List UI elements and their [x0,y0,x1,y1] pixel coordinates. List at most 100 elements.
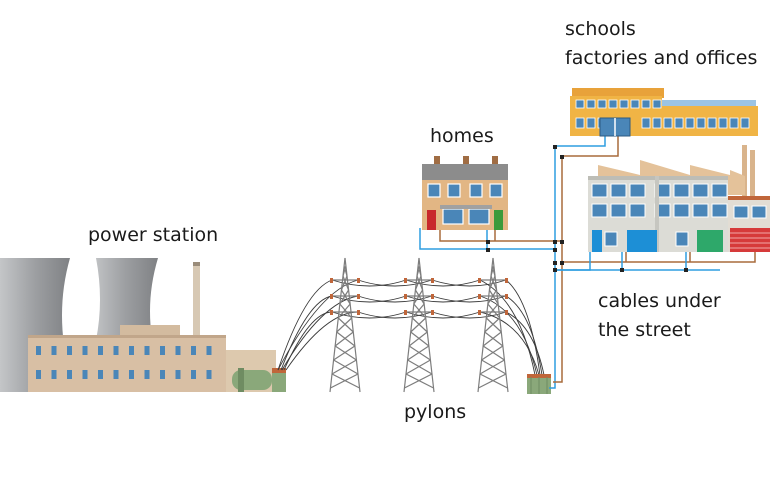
school-window [575,117,585,129]
substation [527,374,551,394]
power-station-window [206,370,212,379]
power-station-window [129,370,134,379]
school-window [597,99,607,109]
factory-window [591,203,608,218]
school-window [663,117,673,129]
power-station-window [144,346,150,355]
insulator [330,310,333,315]
pylon [477,257,509,393]
school-window [674,117,684,129]
factory-window [675,231,689,247]
power-station-window [175,346,181,355]
school-window [575,99,585,109]
label-cables-line-1: cables under [598,290,721,312]
factory-window [692,183,709,198]
school-window [608,99,618,109]
factory-window [711,183,728,198]
cable-factory-blue [555,248,591,271]
label-factories-and-offices: factories and offices [565,47,758,69]
homes-windows [427,183,503,225]
school-window [652,99,662,109]
insulator [431,310,434,315]
school-windows [575,99,750,129]
power-station-window [51,370,57,379]
power-station-window [98,370,103,379]
power-station-window [191,346,196,355]
insulator [357,278,360,283]
factory-window [604,231,618,247]
school-window [740,117,750,129]
step-up-transformer [272,372,286,392]
power-station-window [67,370,72,379]
insulator [478,294,481,299]
power-station-window [36,346,41,355]
power-station-window [82,346,88,355]
insulator [478,278,481,283]
school-window [641,117,651,129]
cable-homes-blue [419,228,555,250]
insulator [505,294,508,299]
power-station-window [144,370,150,379]
factory-window [610,183,627,198]
power-station-window [113,370,119,379]
factory-window [591,183,608,198]
power-station-building [28,335,226,392]
power-station-window [98,346,103,355]
school-window [718,117,728,129]
label-homes: homes [430,125,494,147]
power-station-windows [36,346,212,379]
label-cables-line-2: the street [598,319,691,341]
school-window [652,117,662,129]
factory-window [673,183,690,198]
power-station-window [175,370,181,379]
home-door-green [494,210,503,230]
factory-chimney [742,145,747,200]
insulator [330,278,333,283]
factories-and-offices [588,145,770,252]
power-station [0,258,286,392]
label-pylons: pylons [404,401,467,423]
school [570,88,758,137]
factory-window [629,183,646,198]
insulator [478,310,481,315]
pylon [329,257,361,393]
factory-door-green [697,230,723,252]
insulator [404,278,407,283]
chimney [193,262,200,338]
overhead-wires [277,279,545,376]
power-station-window [113,346,119,355]
school-window [586,117,596,129]
power-station-window [129,346,134,355]
homes-roof [422,164,508,180]
school-window [696,117,706,129]
home-door-red [427,210,436,230]
school-window [630,99,640,109]
factory-window [692,203,709,218]
insulator [404,310,407,315]
power-station-window [51,346,57,355]
insulator [505,310,508,315]
pylons [329,257,509,393]
school-window [707,117,717,129]
cable-homes-brown [439,228,562,242]
label-schools: schools [565,18,636,40]
power-station-window [160,346,165,355]
power-station-building-top [120,325,180,337]
factory-door-blue [627,230,657,252]
insulator [404,294,407,299]
insulator [431,294,434,299]
pylon [403,257,435,393]
insulator [330,294,333,299]
insulator [357,294,360,299]
insulator [505,278,508,283]
school-window [729,117,739,129]
school-window [586,99,596,109]
power-station-window [160,370,165,379]
power-station-window [82,370,88,379]
power-station-window [67,346,72,355]
power-station-window [191,370,196,379]
cable-junctions [486,145,688,272]
insulator [357,310,360,315]
insulator [431,278,434,283]
